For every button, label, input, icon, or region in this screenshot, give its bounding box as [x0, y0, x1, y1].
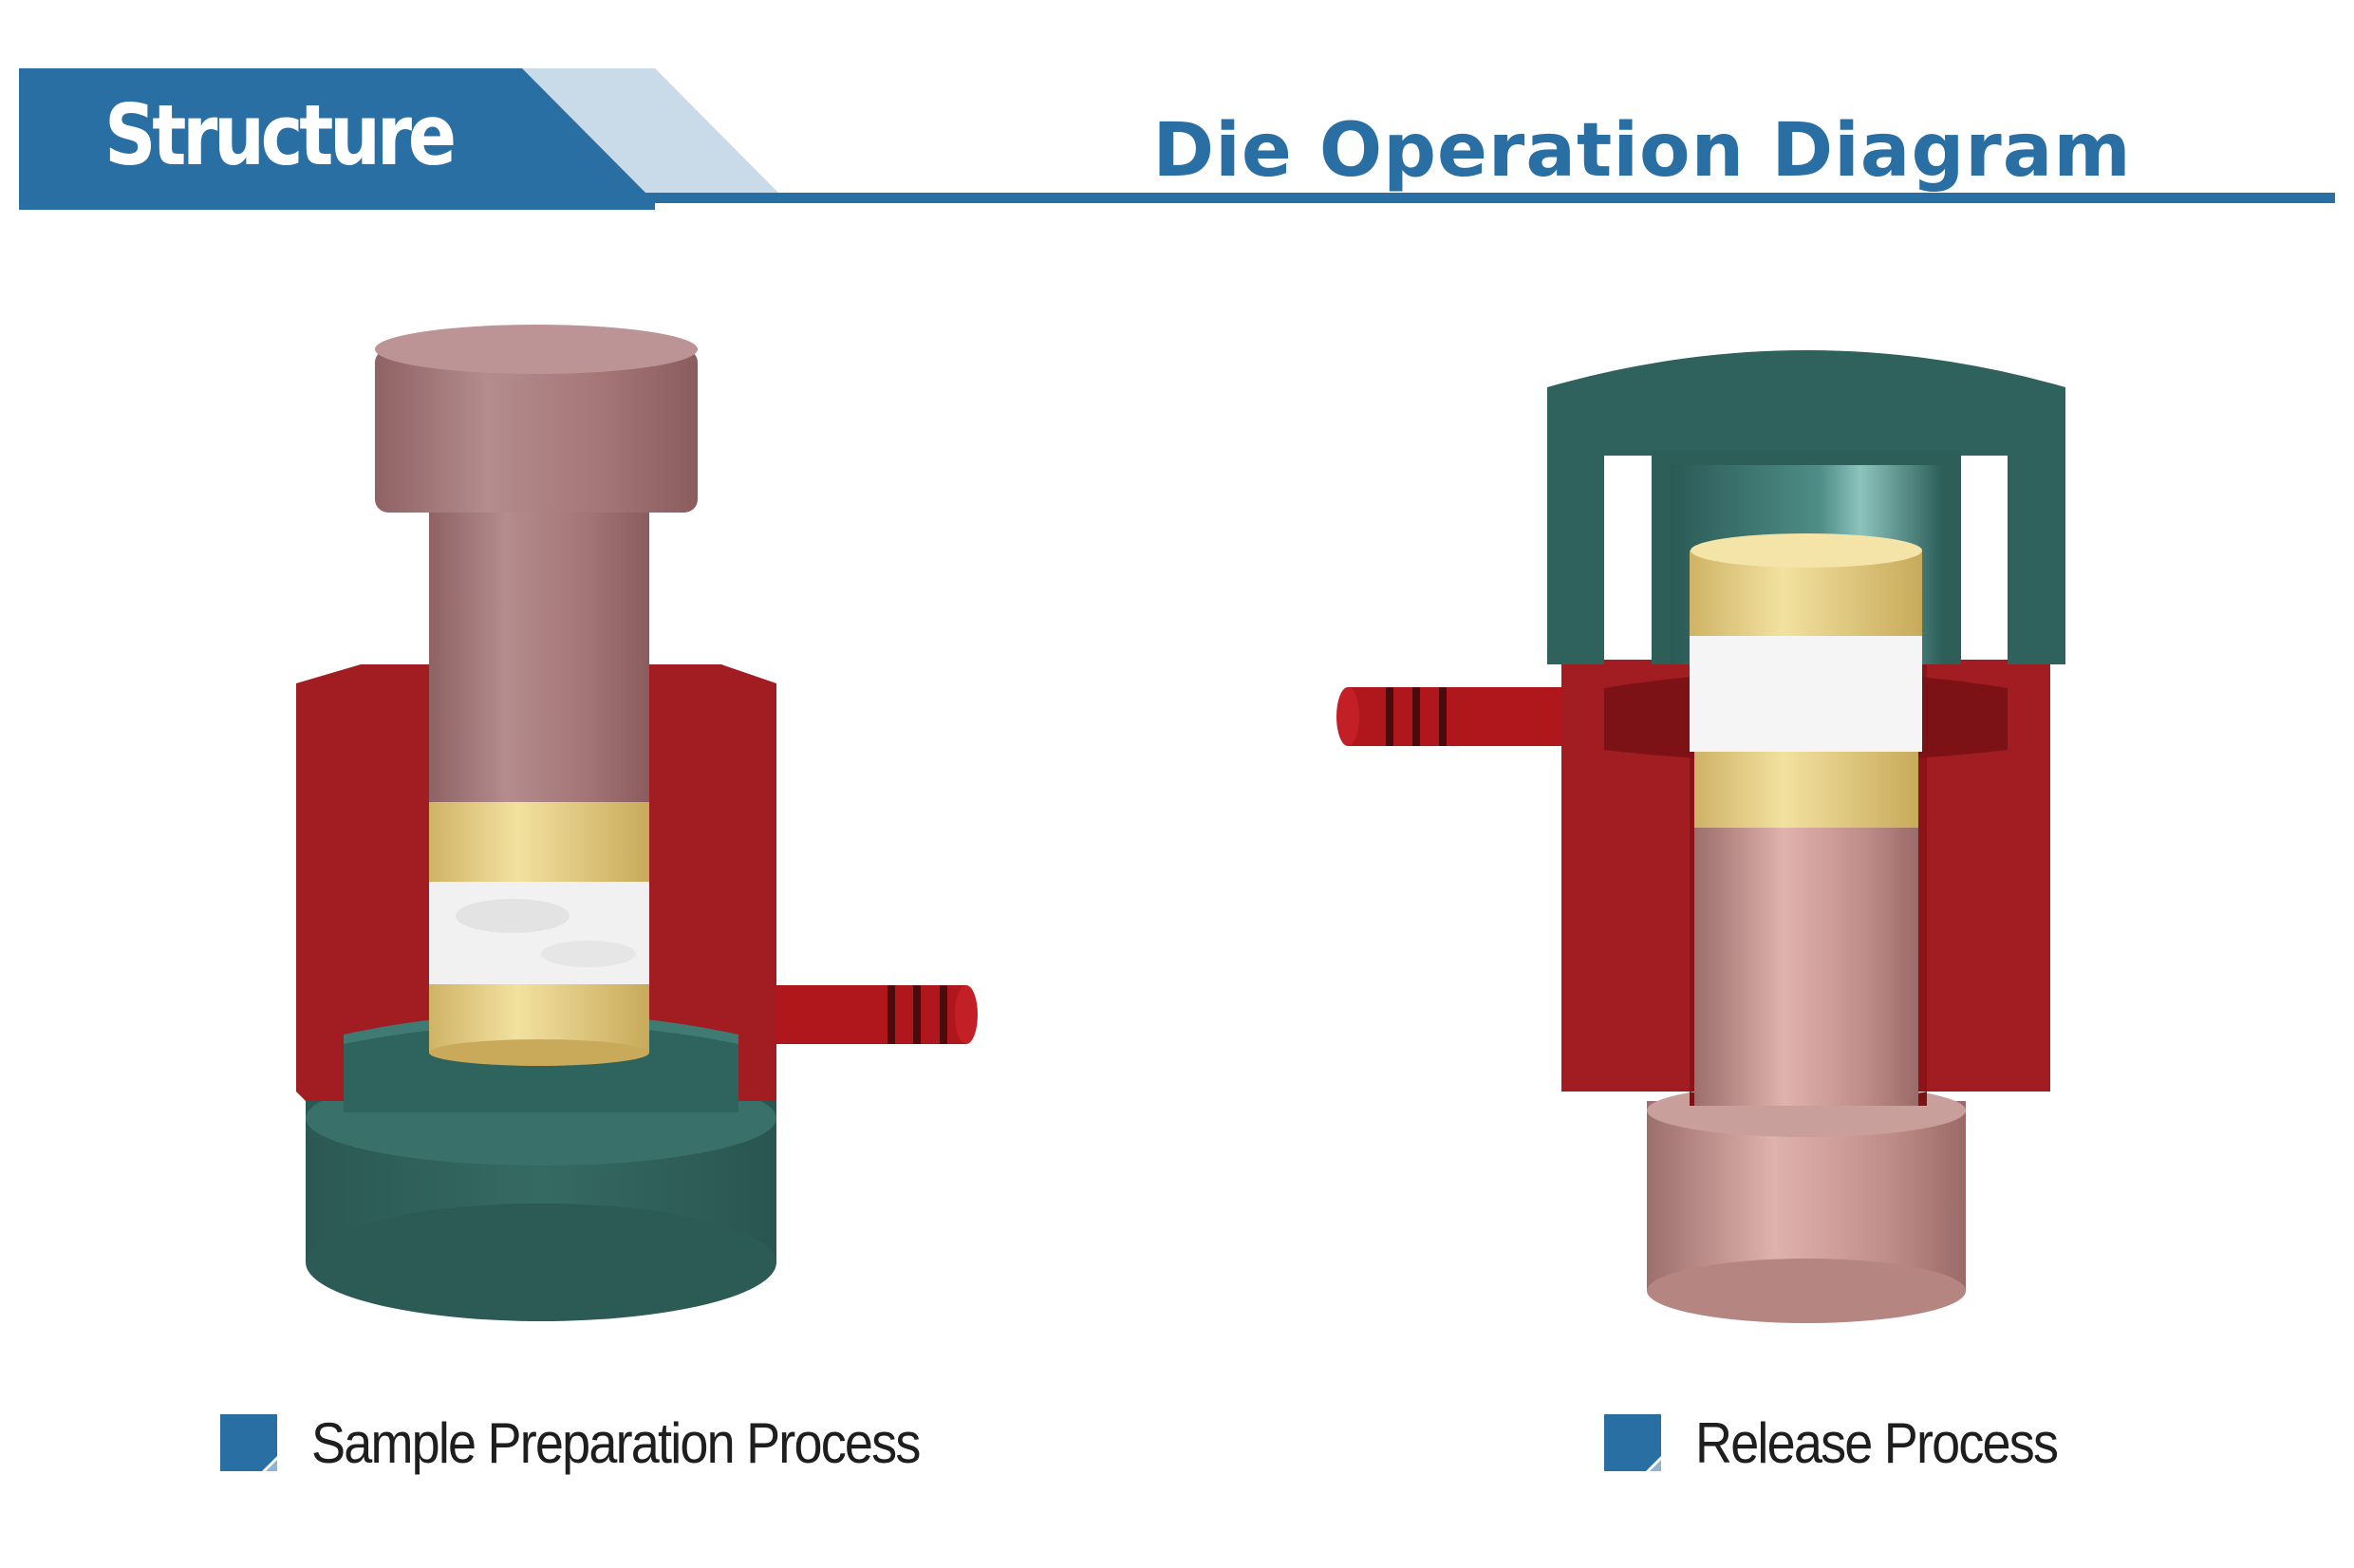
header-banner [19, 68, 2335, 210]
caption-release: Release Process [1604, 1405, 2098, 1481]
square-bullet-icon [1604, 1414, 1661, 1471]
square-bullet-icon [220, 1414, 277, 1471]
caption-sample-preparation: Sample Preparation Process [220, 1405, 987, 1481]
sample-preparation-diagram [296, 325, 978, 1321]
page-title: Die Operation Diagram [1152, 108, 2132, 194]
caption-text: Sample Preparation Process [311, 1410, 921, 1475]
caption-text: Release Process [1695, 1410, 2059, 1475]
release-diagram [1336, 350, 2065, 1323]
section-tab-label: Structure [104, 86, 457, 184]
